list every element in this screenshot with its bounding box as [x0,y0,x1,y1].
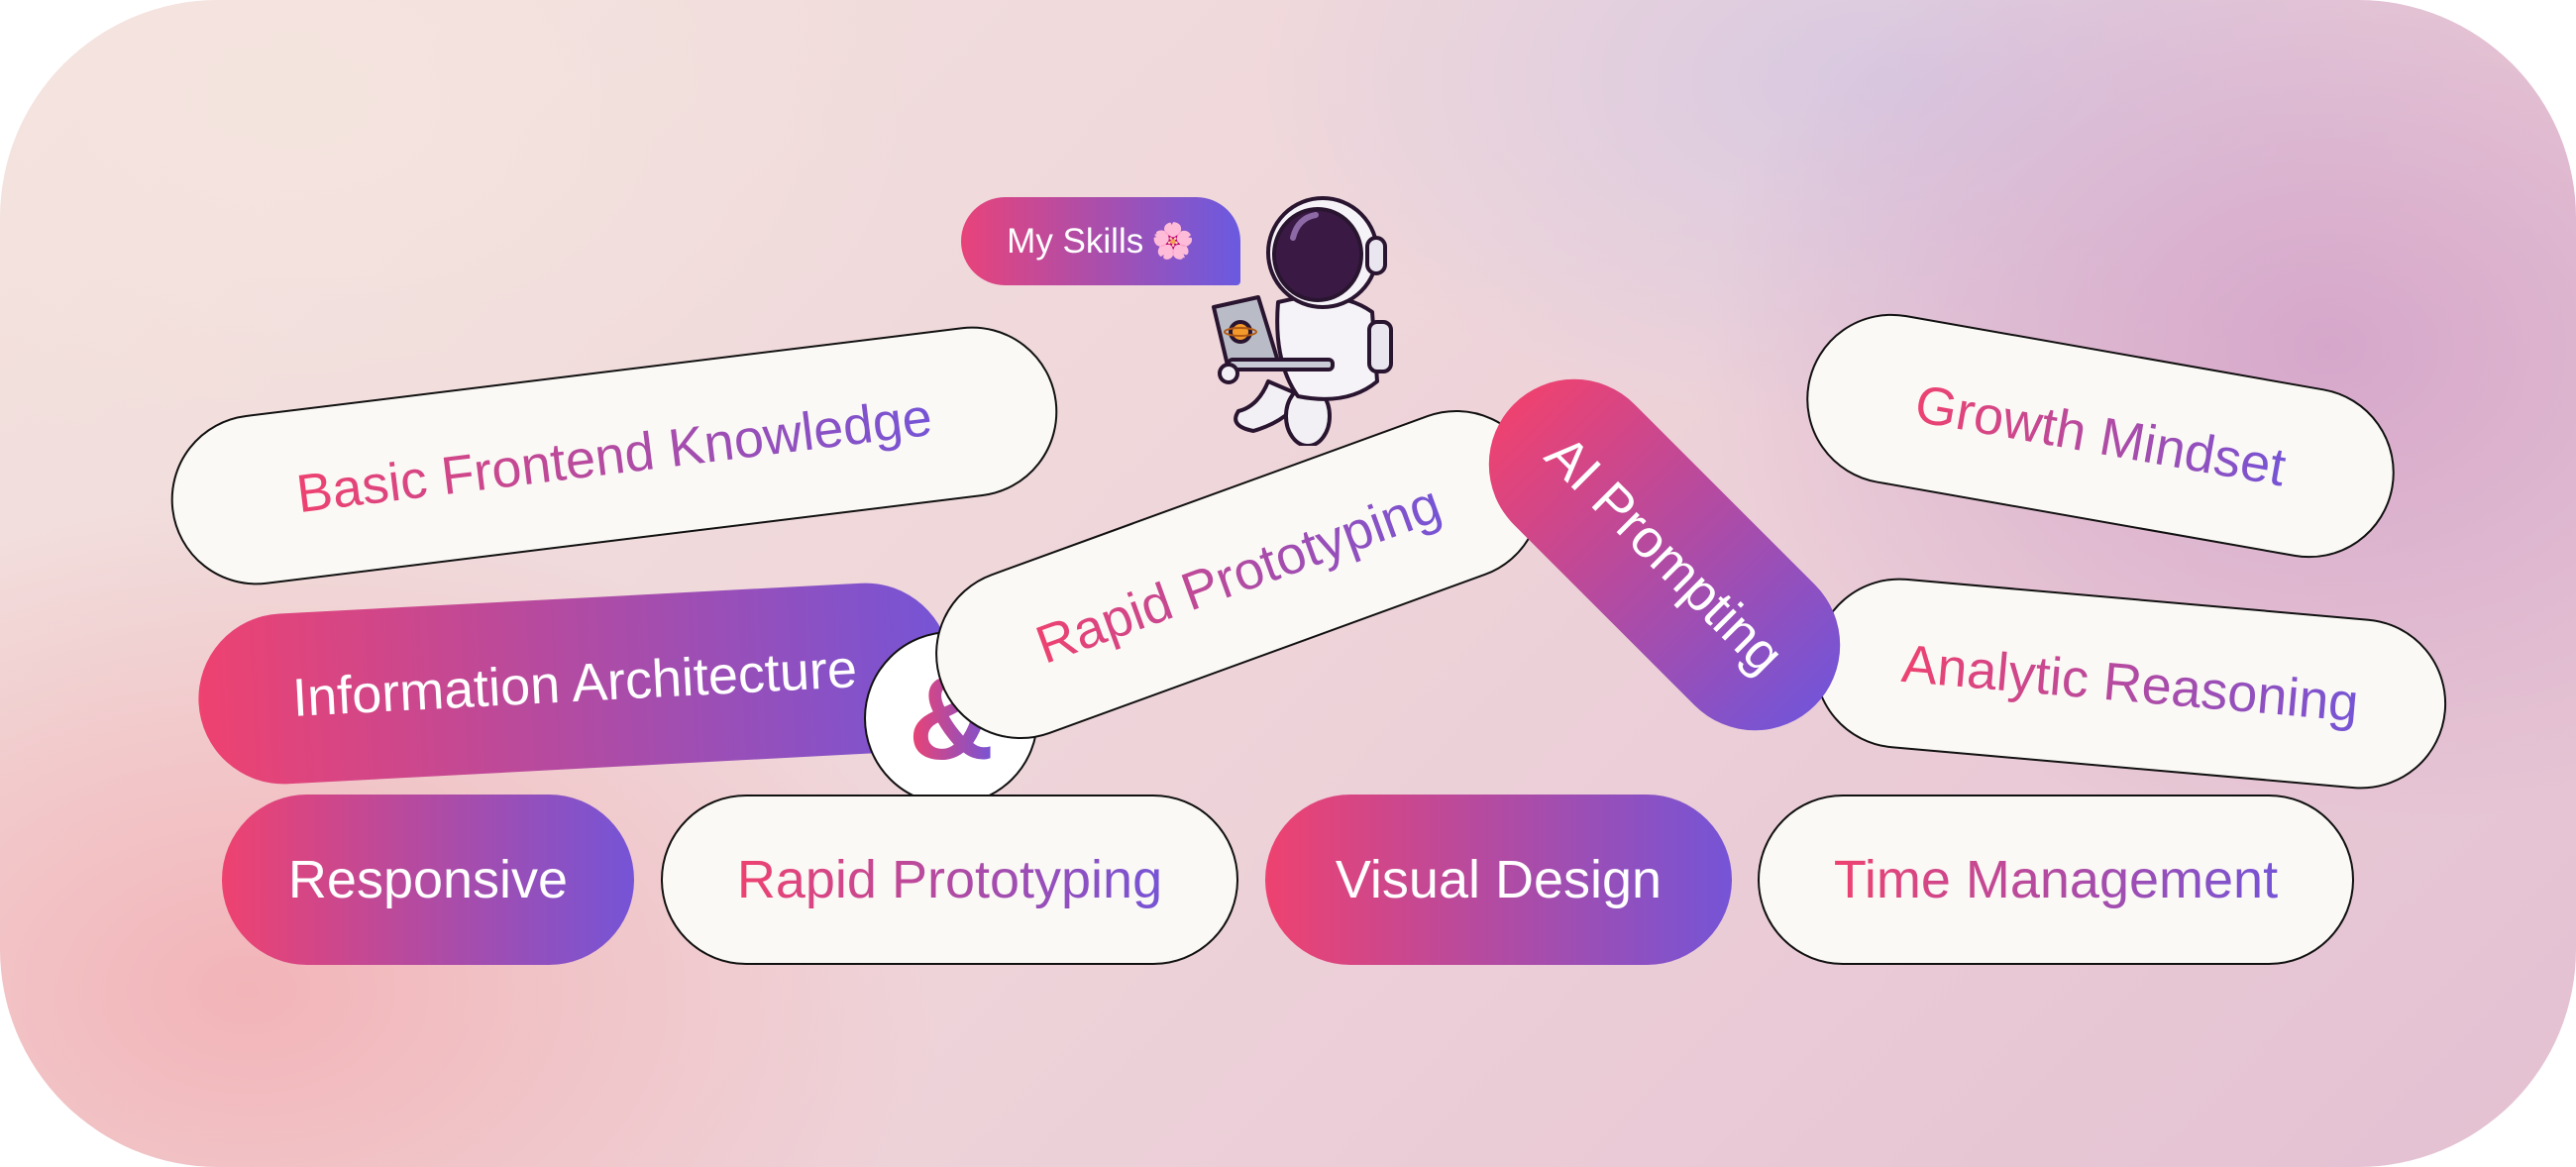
skill-pill-time-management: Time Management [1758,795,2354,965]
skill-pill-responsive: Responsive [222,795,634,965]
skill-pill-growth-mindset: Growth Mindset [1792,300,2409,572]
skill-label: Analytic Reasoning [1899,633,2361,734]
skill-label: Basic Frontend Knowledge [293,386,935,525]
skill-label: Time Management [1833,850,2279,909]
skill-label: Rapid Prototyping [1028,474,1449,676]
my-skills-badge: My Skills 🌸 [961,197,1240,285]
skill-pill-rapid-prototyping: Rapid Prototyping [661,795,1238,965]
skill-label: Rapid Prototyping [736,850,1163,909]
skill-label: Visual Design [1335,850,1663,909]
skill-pill-visual-design: Visual Design [1265,795,1732,965]
skill-label: AI Prompting [1534,424,1795,686]
badge-label: My Skills [1007,221,1144,261]
flower-icon: 🌸 [1151,222,1195,261]
skill-pill-analytic-reasoning: Analytic Reasoning [1806,571,2454,796]
skill-label: Growth Mindset [1910,373,2291,498]
skill-pill-information-architecture: Information Architecture [194,579,955,789]
skill-label: Responsive [287,850,569,909]
skill-pill-basic-frontend: Basic Frontend Knowledge [161,316,1068,595]
skill-label: Information Architecture [290,639,859,728]
astronaut-illustration [1212,196,1393,446]
